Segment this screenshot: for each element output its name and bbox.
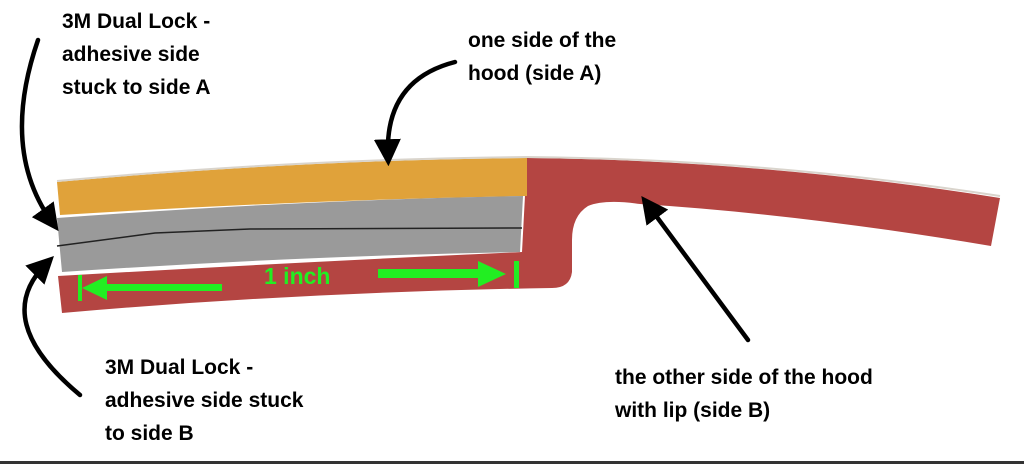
label-side-a: one side of the hood (side A)	[468, 29, 622, 85]
measure-indicator	[78, 261, 519, 301]
side-a-edge	[56, 156, 528, 182]
side-a-part	[57, 158, 527, 215]
dual-lock-seam	[56, 227, 523, 247]
measure-right-bar	[514, 261, 519, 288]
dual-lock-layer	[57, 196, 523, 272]
label-dual-lock-side-b: 3M Dual Lock - adhesive side stuck to si…	[105, 356, 309, 445]
measure-left-bar	[78, 275, 82, 301]
bottom-border	[0, 461, 1024, 464]
label-dual-lock-side-a: 3M Dual Lock - adhesive side stuck to si…	[62, 10, 216, 99]
measure-left-arrow	[82, 276, 222, 300]
side-b-edge	[526, 156, 1001, 197]
label-side-b: the other side of the hood with lip (sid…	[614, 366, 879, 422]
arrow-top-left	[19, 37, 59, 232]
measure-label: 1 inch	[264, 263, 330, 289]
arrow-top-right	[373, 59, 458, 167]
arrow-bottom-left	[22, 256, 83, 398]
arrow-bottom-right	[641, 195, 751, 343]
side-b-part	[58, 158, 1000, 313]
measure-right-arrow	[378, 261, 506, 287]
